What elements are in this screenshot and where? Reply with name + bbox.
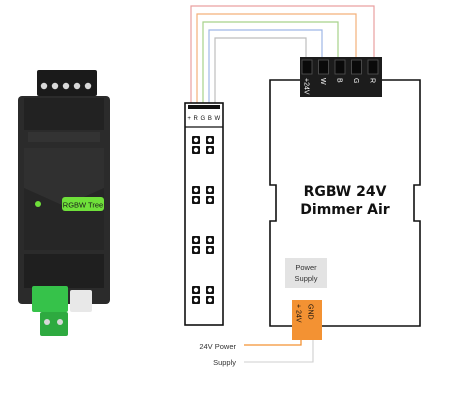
wire-power-ground: [244, 340, 314, 363]
device-top-section: [24, 98, 104, 130]
led-strip-body: [184, 102, 224, 326]
led-chip-group: [192, 286, 214, 304]
led-chip-dot: [207, 237, 213, 243]
wire-power-positive: [244, 340, 302, 346]
output-terminal-slot: [367, 59, 379, 75]
led-chip-dot: [193, 197, 199, 203]
output-terminal-label: B: [336, 78, 343, 83]
led-chip-groups: [192, 136, 214, 304]
device-ridge: [28, 132, 100, 142]
wires-rgbw: [190, 5, 375, 103]
controller-title-line1: RGBW 24V: [304, 184, 387, 200]
power-supply-line1: Power: [295, 263, 317, 272]
controller: +24V W B G R RGBW 24V Dimmer Air Power Suppl…: [269, 57, 421, 340]
led-strip: + R G B W: [184, 102, 224, 326]
wire-w: [214, 37, 307, 103]
led-chip-dot: [207, 287, 213, 293]
wire-plus: [190, 5, 375, 103]
led-strip-header-label: + R G B W: [187, 116, 220, 122]
wire-b: [208, 29, 323, 103]
wire-r: [196, 13, 357, 103]
output-terminal-slot: [301, 59, 313, 75]
device-facet-top: [24, 148, 104, 206]
power-label-line1: 24V Power: [199, 342, 236, 351]
output-terminal-slot: [318, 59, 329, 75]
green-connector-plug: [40, 312, 68, 336]
led-chip-group: [192, 186, 214, 204]
power-supply-box: [285, 258, 327, 288]
plug-screw: [57, 319, 63, 325]
led-chip-dot: [193, 187, 199, 193]
output-terminal-slot: [334, 59, 346, 75]
led-chip-group: [192, 136, 214, 154]
device-badge-label: RGBW Tree: [63, 201, 103, 210]
output-terminals: +24V W B G R: [301, 59, 379, 95]
device-lower-section: [24, 254, 104, 288]
green-connector: [32, 286, 68, 312]
top-terminal-screws: [40, 82, 92, 90]
led-chip-dot: [207, 197, 213, 203]
led-chip-dot: [207, 147, 213, 153]
controller-title-line2: Dimmer Air: [300, 202, 390, 218]
output-terminal-label: +24V: [303, 78, 310, 95]
output-terminal-label: R: [369, 78, 376, 83]
power-supply-line2: Supply: [295, 274, 318, 283]
device-badge: [62, 197, 104, 211]
led-strip-pads: [188, 105, 220, 109]
output-terminal-label: W: [319, 78, 326, 85]
power-terminal-label: + 24V: [295, 304, 302, 323]
led-chip-dot: [193, 237, 199, 243]
status-led: [35, 201, 41, 207]
device-module: RGBW Tree: [18, 70, 110, 336]
power-terminal-block: [292, 300, 322, 340]
wire-g: [202, 21, 339, 103]
output-terminal-slot: [351, 59, 362, 75]
output-terminal-label: G: [352, 78, 359, 83]
led-chip-dot: [207, 297, 213, 303]
led-chip-dot: [193, 137, 199, 143]
power-label-line2: Supply: [213, 358, 236, 367]
led-chip-dot: [193, 297, 199, 303]
side-clip: [70, 290, 92, 312]
led-chip-dot: [193, 247, 199, 253]
plug-screw: [44, 319, 50, 325]
led-chip-group: [192, 236, 214, 254]
power-terminal-label: GND: [307, 304, 314, 320]
led-chip-dot: [207, 247, 213, 253]
led-chip-dot: [193, 287, 199, 293]
power-terminals: + 24V GND: [295, 304, 314, 323]
led-chip-dot: [193, 147, 199, 153]
led-chip-dot: [207, 137, 213, 143]
led-chip-dot: [207, 187, 213, 193]
